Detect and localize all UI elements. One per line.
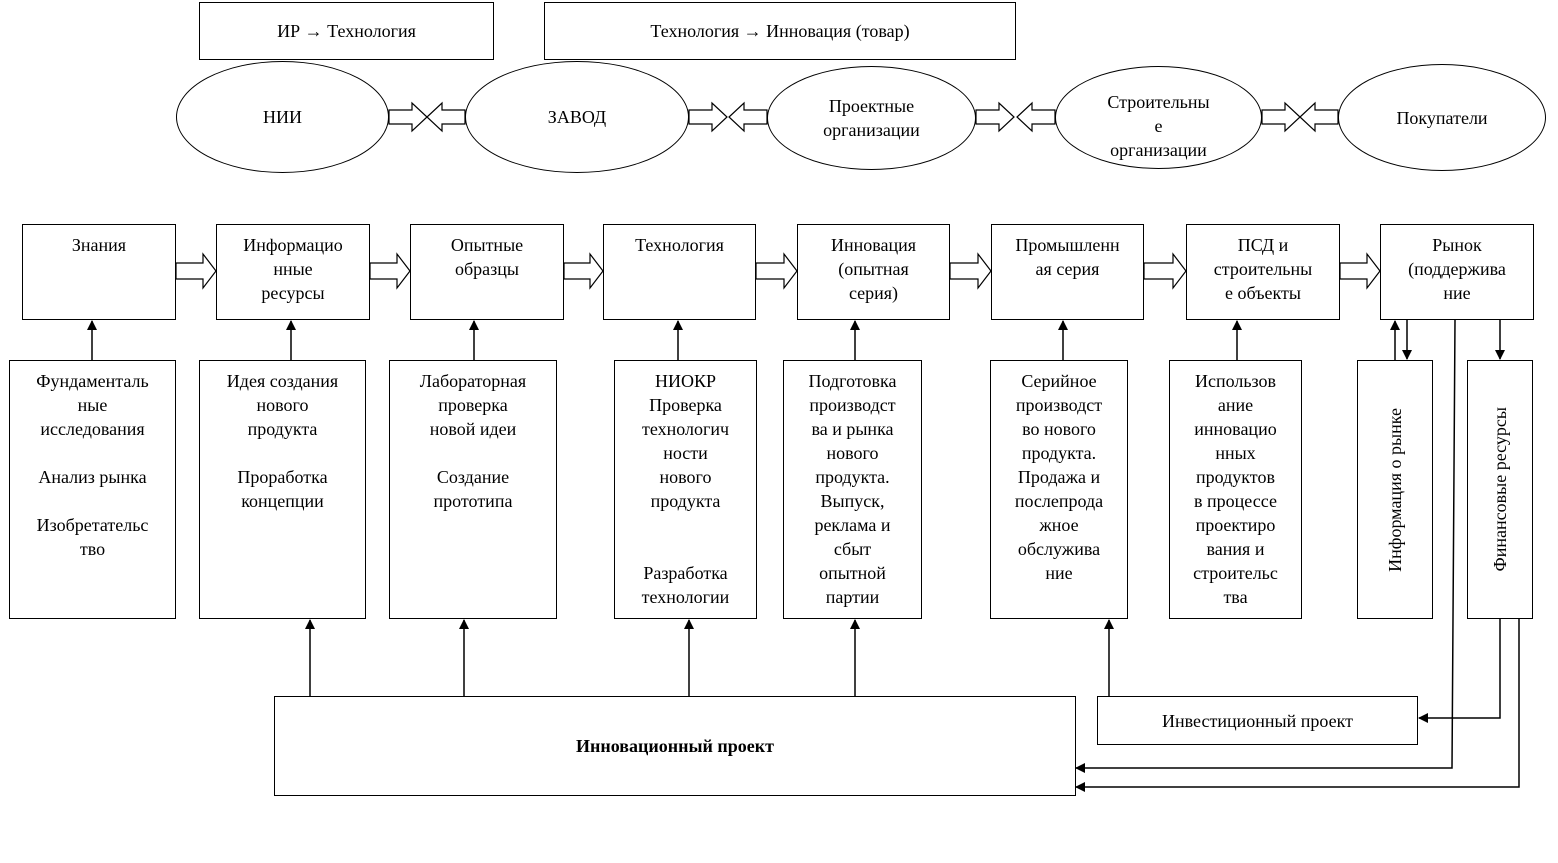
- actor-factory: ЗАВОД: [465, 61, 689, 173]
- activity-niokr: НИОКР Проверка технологич ности нового п…: [614, 360, 757, 619]
- investment-project-label: Инвестиционный проект: [1162, 710, 1353, 731]
- financial-resources-box: Финансовые ресурсы: [1467, 360, 1533, 619]
- exchange-arrow-construction-buyers: [1261, 101, 1339, 133]
- feedback-market-to-innovation: [1075, 319, 1456, 773]
- stage-label: (опытная: [838, 259, 909, 279]
- header-label-technology-innovation: Технология → Инновация (товар): [544, 2, 1016, 60]
- flow-arrow-7: [1339, 252, 1381, 290]
- actor-design-organizations: Проектные организации: [767, 66, 976, 170]
- stage-label: ПСД и: [1237, 235, 1289, 255]
- actor-construction-organizations: Строительны е организации: [1055, 66, 1262, 169]
- flow-arrow-2: [369, 252, 411, 290]
- activity-production-prep: Подготовка производст ва и рынка нового …: [783, 360, 922, 619]
- stage-label: нные: [273, 259, 313, 279]
- investment-project-box: Инвестиционный проект: [1097, 696, 1418, 745]
- stage-label: е объекты: [1225, 283, 1301, 303]
- stage-label: Опытные: [450, 235, 524, 255]
- flow-arrow-4: [755, 252, 798, 290]
- actor-buyers: Покупатели: [1338, 64, 1546, 171]
- stage-label: образцы: [455, 259, 519, 279]
- stage-label: Информацио: [243, 235, 343, 255]
- exchange-arrow-nii-factory: [388, 101, 466, 133]
- actor-label: НИИ: [263, 107, 302, 127]
- market-information-box: Информация о рынке: [1357, 360, 1433, 619]
- activity-use-in-design: Использов ание инновацио нных продуктов …: [1169, 360, 1302, 619]
- flow-arrow-3: [563, 252, 604, 290]
- innovation-project-label: Инновационный проект: [575, 736, 774, 756]
- stage-market: Рынок (поддержива ние: [1380, 224, 1534, 320]
- stage-label: ресурсы: [261, 283, 325, 303]
- activity-serial-production: Серийное производст во нового продукта. …: [990, 360, 1128, 619]
- header-label-text: Технология → Инновация (товар): [650, 21, 910, 41]
- activity-fundamental-research: Фундаменталь ные исследования Анализ рын…: [9, 360, 176, 619]
- exchange-arrow-factory-design: [688, 101, 768, 133]
- stage-label: ая серия: [1035, 259, 1100, 279]
- stage-knowledge: Знания: [22, 224, 176, 320]
- stage-information-resources: Информацио нные ресурсы: [216, 224, 370, 320]
- header-label-ir-technology: ИР → Технология: [199, 2, 494, 60]
- stage-label: строительны: [1213, 259, 1313, 279]
- stage-technology: Технология: [603, 224, 756, 320]
- flow-arrow-1: [175, 252, 217, 290]
- stage-prototypes: Опытные образцы: [410, 224, 564, 320]
- actor-label: Проектные организации: [823, 96, 920, 140]
- stage-label: Рынок: [1432, 235, 1482, 255]
- feedback-financial-to-innovation: [1075, 619, 1520, 792]
- stage-psd-construction: ПСД и строительны е объекты: [1186, 224, 1340, 320]
- stage-innovation: Инновация (опытная серия): [797, 224, 950, 320]
- stage-label: серия): [848, 283, 899, 303]
- feedback-financial-to-investment: [1418, 619, 1501, 723]
- actor-nii: НИИ: [176, 61, 389, 173]
- actor-label: ЗАВОД: [547, 107, 607, 127]
- stage-label: ние: [1443, 283, 1471, 303]
- stage-label: Знания: [71, 235, 127, 255]
- exchange-arrow-design-construction: [975, 101, 1056, 133]
- stage-label: Технология: [635, 235, 724, 255]
- actor-label: Покупатели: [1396, 107, 1488, 128]
- stage-label: Промышленн: [1015, 235, 1120, 255]
- stage-label: Инновация: [830, 235, 917, 255]
- flow-arrow-5: [949, 252, 992, 290]
- actor-label: Строительны е организации: [1107, 91, 1210, 160]
- header-label-text: ИР → Технология: [277, 21, 416, 41]
- stage-label: (поддержива: [1408, 259, 1506, 279]
- flow-arrow-6: [1143, 252, 1187, 290]
- activity-product-idea: Идея создания нового продукта Проработка…: [199, 360, 366, 619]
- activity-lab-check: Лабораторная проверка новой идеи Создани…: [389, 360, 557, 619]
- innovation-project-box: Инновационный проект: [274, 696, 1076, 796]
